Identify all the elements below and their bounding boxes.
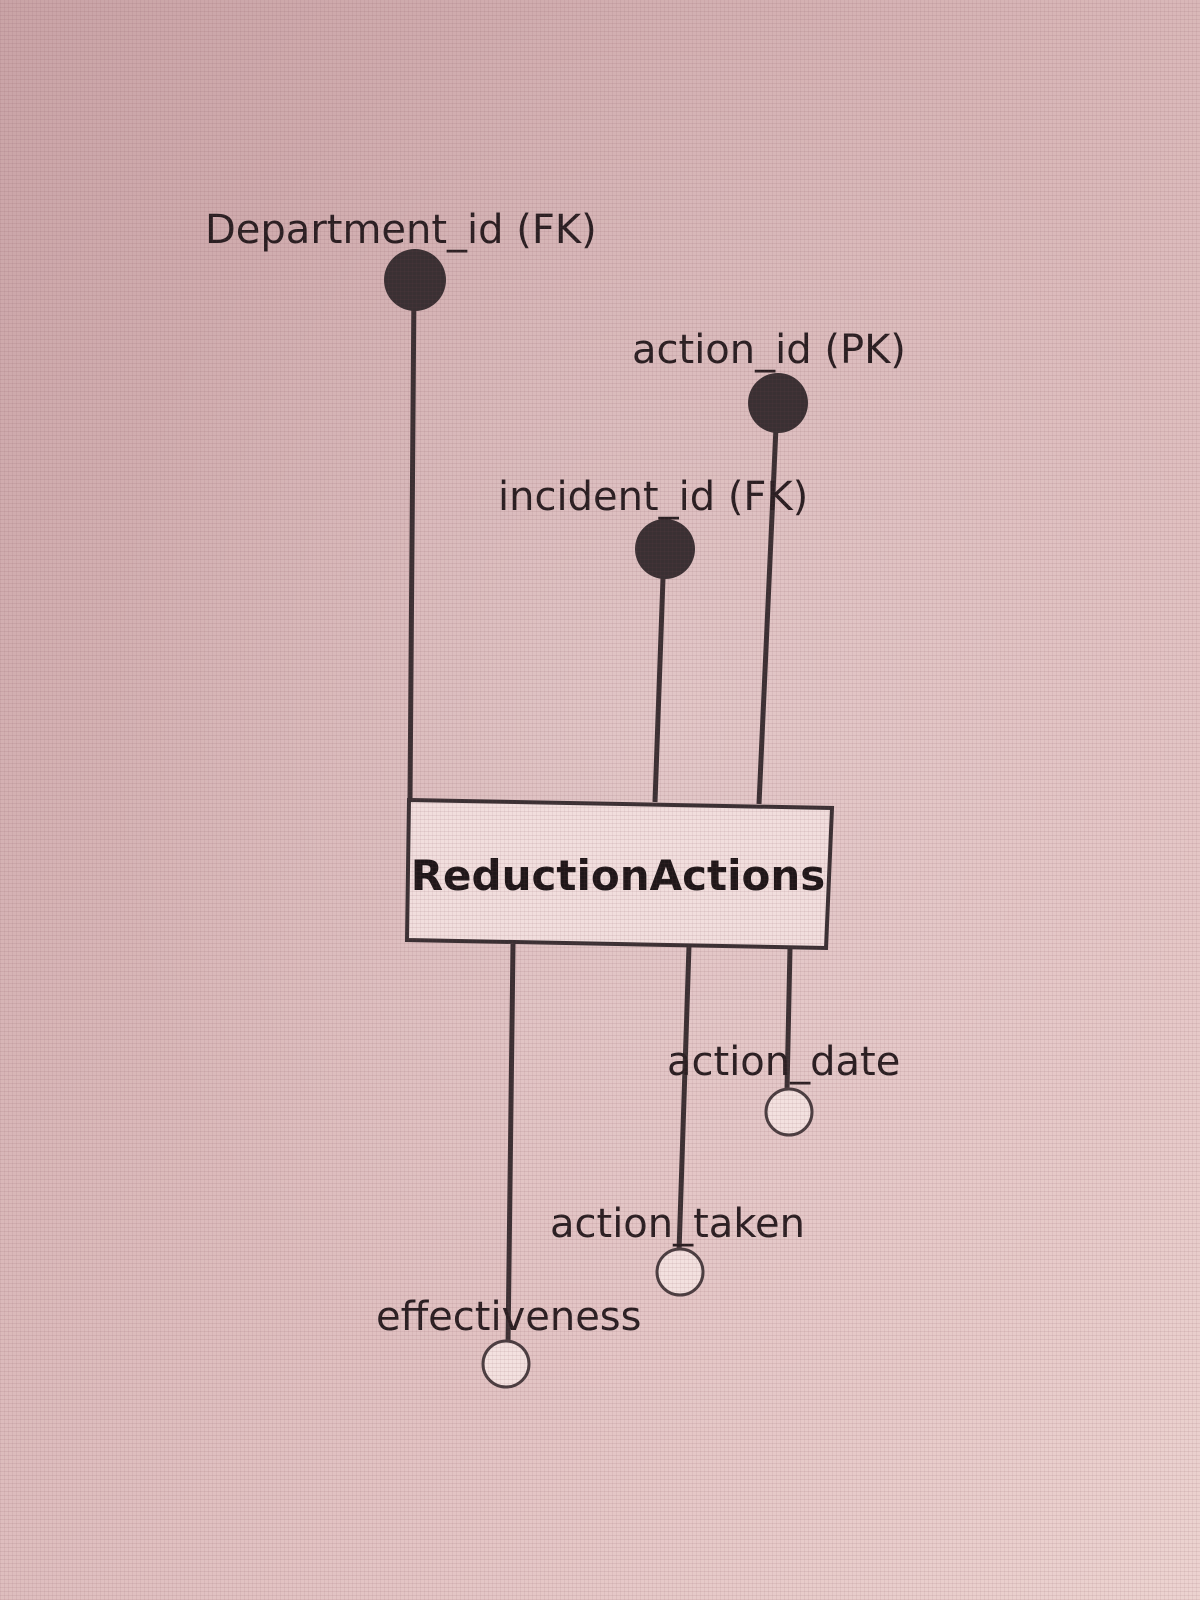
attribute-label-action-taken: action_taken [550,1201,805,1247]
attribute-marker-action-taken[interactable] [655,1247,705,1297]
entity-box [404,797,835,951]
connector-action-id [756,404,780,805]
connector-action-date [784,947,793,1091]
attribute-label-action-date: action_date [667,1039,900,1085]
key-marker-department-id[interactable] [384,249,446,311]
key-marker-incident-id[interactable] [635,519,695,579]
connector-action-taken [676,945,692,1253]
entity-name: ReductionActions [411,851,826,900]
attribute-label-action-id: action_id (PK) [632,327,906,373]
attribute-marker-effectiveness[interactable] [481,1339,531,1389]
entity-reduction-actions[interactable]: ReductionActions [404,797,835,951]
key-marker-action-id[interactable] [748,373,808,433]
attribute-label-incident-id: incident_id (FK) [498,474,808,520]
attribute-marker-action-date[interactable] [764,1087,814,1137]
connector-effectiveness [505,943,516,1347]
attribute-label-department-id: Department_id (FK) [205,207,597,253]
connector-department-id [407,284,417,801]
connector-incident-id [652,549,667,803]
attribute-label-effectiveness: effectiveness [376,1294,642,1340]
